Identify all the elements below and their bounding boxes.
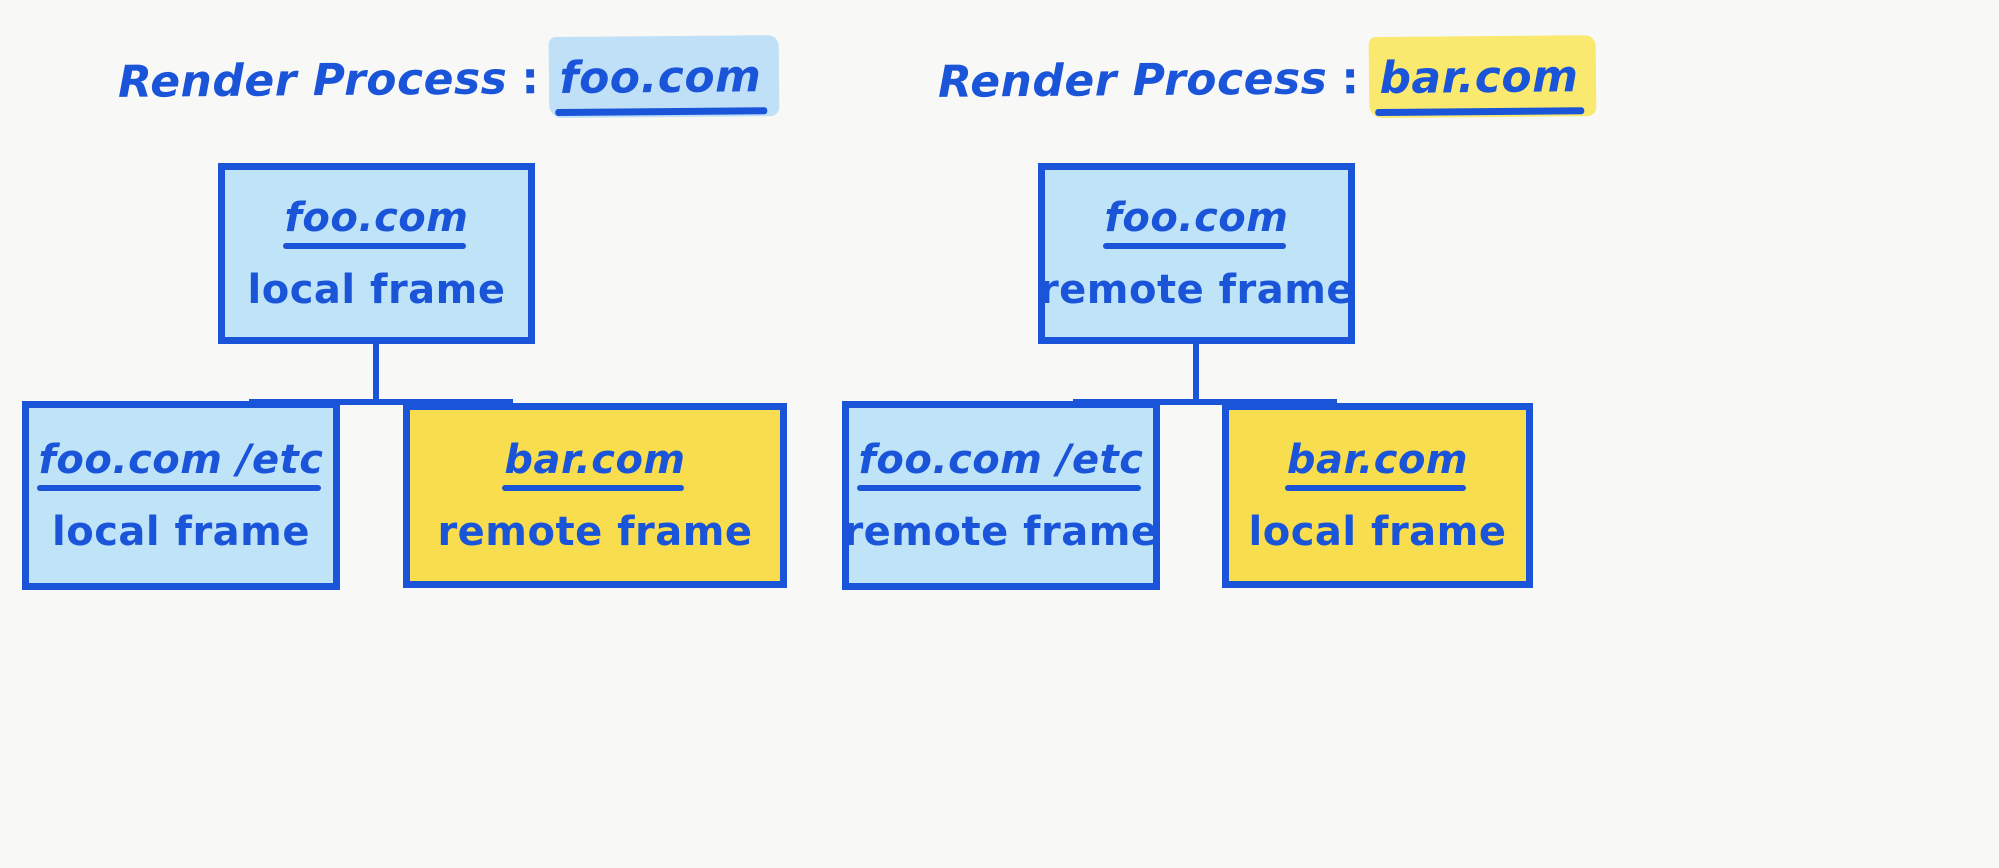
render-process-title-right: Render Process : bar.com xyxy=(937,35,1597,119)
frame-node-kind: remote frame xyxy=(437,508,753,555)
frame-node-parent-right[interactable]: foo.com remote frame xyxy=(1038,163,1355,344)
frame-node-kind: local frame xyxy=(52,508,310,555)
connector-stem-right xyxy=(1193,343,1199,402)
connector-stem-left xyxy=(373,343,379,402)
title-separator-right: : xyxy=(1341,53,1360,105)
title-label-right: Render Process xyxy=(937,53,1328,108)
frame-node-domain: foo.com /etc xyxy=(36,436,324,491)
title-domain-text-left: foo.com xyxy=(559,51,762,105)
title-domain-text-right: bar.com xyxy=(1379,51,1579,104)
underline-stroke xyxy=(856,484,1142,491)
frame-node-kind: local frame xyxy=(1248,508,1507,555)
frame-node-child-left-2[interactable]: bar.com remote frame xyxy=(403,403,787,588)
frame-node-domain: foo.com /etc xyxy=(856,436,1144,491)
frame-node-domain: bar.com xyxy=(502,436,686,491)
title-separator-left: : xyxy=(521,53,540,105)
underline-stroke xyxy=(36,484,322,491)
frame-node-child-left-1[interactable]: foo.com /etc local frame xyxy=(22,401,340,590)
connector-bar-right xyxy=(1073,399,1337,405)
underline-stroke xyxy=(282,242,467,249)
frame-node-domain: foo.com xyxy=(282,194,469,249)
render-process-title-left: Render Process : foo.com xyxy=(117,35,780,119)
title-label-left: Render Process xyxy=(117,53,508,108)
underline-stroke xyxy=(1284,484,1467,491)
frame-node-domain-text: foo.com xyxy=(1104,194,1289,241)
underline-stroke xyxy=(502,484,684,491)
frame-node-domain: foo.com xyxy=(1102,194,1289,249)
title-domain-left: foo.com xyxy=(549,35,780,119)
frame-node-kind: local frame xyxy=(247,266,506,313)
connector-bar-left xyxy=(249,399,513,405)
underline-stroke xyxy=(1102,242,1287,249)
frame-node-domain-text: foo.com /etc xyxy=(38,436,324,483)
frame-node-domain-text: bar.com xyxy=(1286,436,1469,483)
frame-node-domain-text: foo.com xyxy=(284,194,469,241)
frame-node-child-right-2[interactable]: bar.com local frame xyxy=(1222,403,1533,588)
frame-node-domain: bar.com xyxy=(1284,436,1469,491)
frame-node-parent-left[interactable]: foo.com local frame xyxy=(218,163,535,344)
frame-node-kind: remote frame xyxy=(843,508,1159,555)
frame-node-kind: remote frame xyxy=(1038,266,1355,313)
frame-node-child-right-1[interactable]: foo.com /etc remote frame xyxy=(842,401,1160,590)
title-domain-right: bar.com xyxy=(1369,35,1597,119)
frame-node-domain-text: foo.com /etc xyxy=(858,436,1144,483)
frame-node-domain-text: bar.com xyxy=(504,436,686,483)
